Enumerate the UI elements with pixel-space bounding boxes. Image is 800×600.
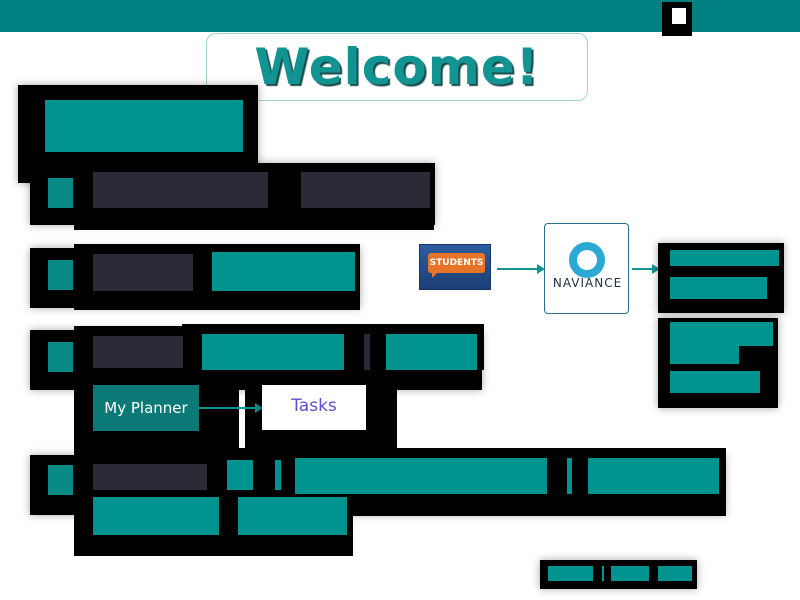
- row-one-item-b[interactable]: [301, 172, 430, 208]
- row-two-item-a[interactable]: [93, 254, 193, 291]
- arrow-right-icon: [199, 403, 263, 413]
- students-logo[interactable]: STUDENTS: [419, 244, 491, 290]
- naviance-logo[interactable]: NAVIANCE: [544, 223, 629, 314]
- welcome-banner: Welcome!: [206, 33, 588, 101]
- bottom-nav-item-3[interactable]: [658, 566, 692, 581]
- bottom-nav-item-1[interactable]: [548, 566, 593, 581]
- naviance-item-2[interactable]: [670, 277, 767, 299]
- row-four-item-f[interactable]: [238, 497, 347, 535]
- naviance-item-5[interactable]: [670, 371, 760, 393]
- row-four-divider-a: [275, 460, 281, 490]
- row-four-marker: [48, 465, 73, 495]
- row-two-item-b[interactable]: [212, 252, 355, 291]
- row-four-item-b[interactable]: [227, 460, 253, 490]
- row-four-item-e[interactable]: [93, 497, 219, 535]
- compass-icon: [569, 242, 605, 278]
- arrow-right-icon: [497, 264, 545, 274]
- row-one-marker: [48, 178, 73, 208]
- speech-tail-icon: [432, 272, 438, 278]
- naviance-label: NAVIANCE: [552, 276, 623, 290]
- my-planner-button[interactable]: My Planner: [93, 385, 199, 431]
- bottom-nav-divider: [602, 566, 604, 581]
- naviance-item-4[interactable]: [670, 346, 739, 364]
- arrow-right-icon: [632, 264, 660, 274]
- row-two-marker: [48, 260, 73, 290]
- row-four-item-a[interactable]: [93, 464, 207, 490]
- bottom-nav-item-2[interactable]: [611, 566, 649, 581]
- row-three-item-a[interactable]: [93, 336, 183, 368]
- row-four-item-c[interactable]: [295, 458, 547, 494]
- row-three-marker: [48, 342, 73, 372]
- welcome-title: Welcome!: [254, 38, 540, 96]
- naviance-item-3[interactable]: [670, 322, 773, 346]
- row-four-item-d[interactable]: [588, 458, 719, 494]
- naviance-item-1[interactable]: [670, 250, 779, 266]
- row-three-item-b[interactable]: [202, 334, 344, 370]
- square-icon: [672, 8, 686, 24]
- row-three-item-c[interactable]: [386, 334, 477, 370]
- section-one-button[interactable]: [45, 100, 243, 152]
- students-tag: STUDENTS: [428, 253, 485, 273]
- row-one-item-a[interactable]: [93, 172, 268, 208]
- row-three-divider: [364, 334, 370, 370]
- row-four-divider-b: [567, 458, 572, 494]
- tasks-button[interactable]: Tasks: [262, 385, 366, 430]
- corner-button[interactable]: [662, 2, 692, 36]
